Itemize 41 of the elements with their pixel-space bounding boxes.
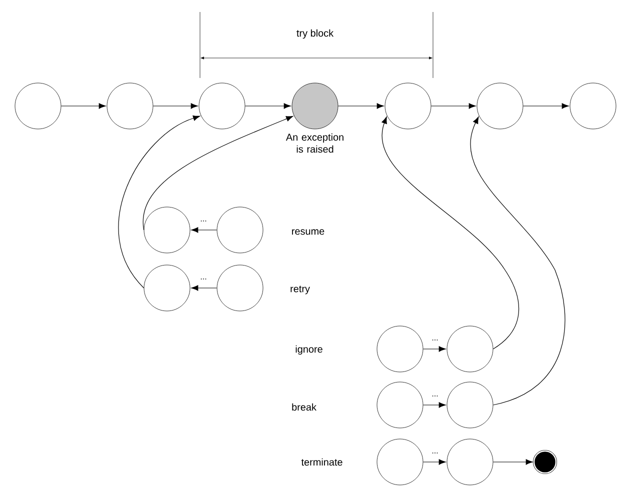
state-circle xyxy=(14,82,62,130)
state-circle xyxy=(376,438,424,486)
state-circle xyxy=(216,264,264,312)
state-circle xyxy=(144,264,190,312)
node-label: An exception is raised xyxy=(286,133,344,153)
arrow xyxy=(430,103,476,109)
arrow xyxy=(522,103,569,109)
state-circle xyxy=(376,382,424,428)
label: terminate xyxy=(301,458,342,466)
arrow xyxy=(492,459,533,465)
arrow xyxy=(422,402,446,408)
label: try block xyxy=(296,29,334,39)
state-circle xyxy=(198,82,246,130)
label: ignore xyxy=(296,345,322,355)
state-circle xyxy=(144,206,190,254)
state-circle xyxy=(216,206,264,254)
arrow xyxy=(244,103,291,109)
arrow xyxy=(422,459,446,465)
state-circle xyxy=(570,82,616,130)
state-circle xyxy=(446,382,494,428)
state-circle xyxy=(533,450,557,474)
state-circle xyxy=(292,82,338,130)
state-circle xyxy=(376,326,424,372)
state-circle xyxy=(446,326,494,372)
label: break xyxy=(292,403,316,411)
arrow xyxy=(152,103,198,109)
curved-arrow xyxy=(118,115,200,288)
curved-arrow xyxy=(470,116,566,406)
state-circle xyxy=(106,82,154,130)
state-circle xyxy=(476,82,524,130)
state-circle xyxy=(446,438,494,486)
curved-arrow xyxy=(382,116,520,350)
label: retry xyxy=(290,286,310,294)
arrow xyxy=(422,346,446,352)
label: resume xyxy=(292,229,324,235)
arrow xyxy=(338,103,384,109)
arrow xyxy=(191,285,218,291)
arrow xyxy=(191,227,218,233)
arrow xyxy=(60,103,106,109)
curved-arrow xyxy=(143,116,294,230)
state-circle xyxy=(384,82,432,130)
